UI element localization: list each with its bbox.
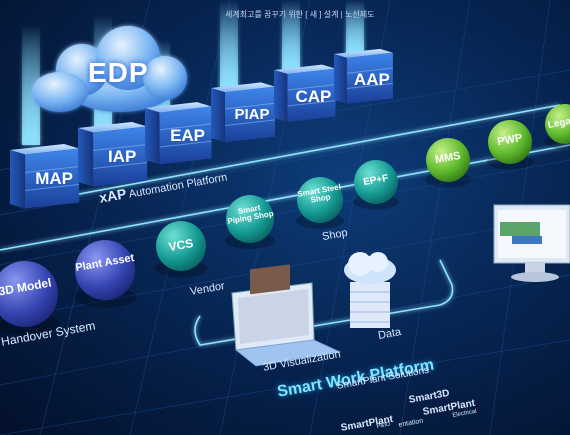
top-note: 세계최고를 꿈꾸기 위한 [ 새 ] 설계 | 노선제도 [225,10,375,19]
sphere-ep-f [352,160,400,210]
cube-label-cap: CAP [295,86,332,106]
sphere-smart-steel-shop [295,177,345,229]
sphere-plant-asset [73,240,137,308]
cube-label-eap: EAP [170,126,206,146]
cube-label-map: MAP [35,168,73,188]
monitor-icon [493,204,570,282]
cube-eap [145,102,212,165]
platform-glow-lines [0,104,570,346]
sphere-pwp [486,120,534,170]
cube-map [10,143,80,209]
cube-iap [78,121,148,187]
cube-stack [10,48,393,209]
laptop-icon [231,264,342,367]
sphere-legacy [544,104,570,149]
edp-cloud [32,26,187,112]
edp-label: EDP [88,57,149,88]
cube-label-aap: AAP [353,70,390,90]
cube-piap [211,82,276,143]
sphere-3d-model [0,261,60,336]
sphere-mms [424,138,472,188]
sphere-group [0,104,570,336]
cube-cap [274,64,336,123]
cube-label-iap: IAP [107,146,137,166]
cube-aap [334,48,393,104]
data-stack-icon [344,252,396,328]
sphere-smart-piping-shop [224,195,276,250]
sphere-vcs [154,221,208,278]
cube-label-piap: PIAP [234,105,270,123]
